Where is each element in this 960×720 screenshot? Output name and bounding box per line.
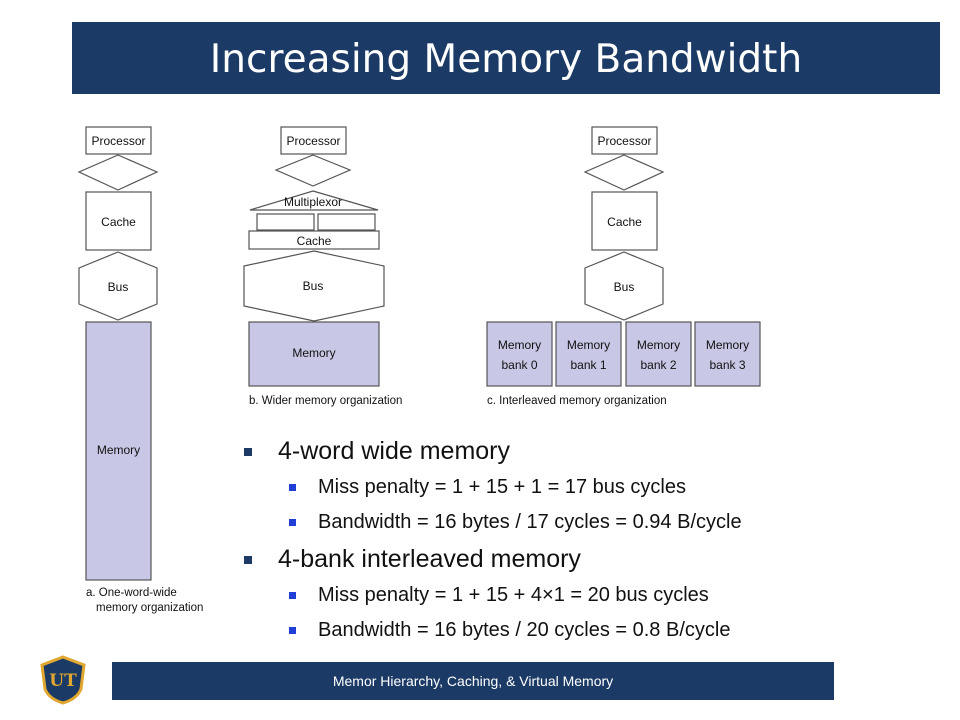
c-caption: c. Interleaved memory organization bbox=[487, 395, 667, 407]
b-multiplexor-shape bbox=[249, 190, 379, 211]
bullet-item: 4-word wide memory bbox=[240, 432, 940, 470]
c-bank-2-line2: bank 2 bbox=[640, 358, 676, 372]
sub-bullet-square-icon bbox=[289, 519, 296, 526]
sub-bullet-text: Bandwidth = 16 bytes / 20 cycles = 0.8 B… bbox=[318, 619, 731, 641]
sub-bullet-square-icon bbox=[289, 592, 296, 599]
b-bus-label: Bus bbox=[303, 279, 324, 293]
b-mux-cache-link-left bbox=[256, 213, 315, 231]
c-memory-bank-1 bbox=[555, 321, 622, 387]
a-caption-line2: memory organization bbox=[96, 602, 203, 614]
sub-bullet-square-icon bbox=[289, 484, 296, 491]
b-processor-label: Processor bbox=[286, 134, 340, 148]
a-processor-cache-connector bbox=[77, 154, 159, 191]
c-cache-label: Cache bbox=[607, 215, 642, 229]
c-bank-3-line1: Memory bbox=[706, 338, 749, 352]
a-memory-box bbox=[85, 321, 152, 581]
slide-title: Increasing Memory Bandwidth bbox=[209, 37, 803, 82]
footer-bar: Memor Hierarchy, Caching, & Virtual Memo… bbox=[112, 662, 834, 700]
c-bank-3-line2: bank 3 bbox=[709, 358, 745, 372]
a-cache-box bbox=[85, 191, 152, 251]
bullet-square-icon bbox=[244, 448, 252, 456]
c-cache-box bbox=[591, 191, 658, 251]
c-memory-bank-3 bbox=[694, 321, 761, 387]
diagram-b: Processor Multiplexor Cache Bus Memory b… bbox=[243, 126, 402, 407]
c-bank-0-line1: Memory bbox=[498, 338, 541, 352]
b-cache-label: Cache bbox=[297, 234, 332, 248]
sub-bullet-item: Miss penalty = 1 + 15 + 4×1 = 20 bus cyc… bbox=[240, 578, 940, 613]
a-cache-label: Cache bbox=[101, 215, 136, 229]
c-bank-1-line2: bank 1 bbox=[570, 358, 606, 372]
a-memory-label: Memory bbox=[97, 443, 140, 457]
b-cache-box bbox=[248, 230, 380, 250]
sub-bullet-item: Bandwidth = 16 bytes / 20 cycles = 0.8 B… bbox=[240, 613, 940, 648]
sub-bullet-item: Bandwidth = 16 bytes / 17 cycles = 0.94 … bbox=[240, 505, 940, 540]
b-bus-shape bbox=[243, 250, 385, 322]
c-processor-label: Processor bbox=[597, 134, 651, 148]
bullet-list: 4-word wide memory Miss penalty = 1 + 15… bbox=[240, 432, 940, 648]
b-processor-box bbox=[280, 126, 347, 155]
b-memory-box bbox=[248, 321, 380, 387]
sub-bullet-square-icon bbox=[289, 627, 296, 634]
bullet-square-icon bbox=[244, 556, 252, 564]
b-multiplexor-label: Multiplexor bbox=[284, 195, 342, 209]
logo-text: UT bbox=[49, 671, 77, 691]
c-bank-2-line1: Memory bbox=[637, 338, 680, 352]
b-processor-mux-connector bbox=[274, 154, 352, 187]
c-bus-shape bbox=[584, 251, 664, 321]
bullet-text: 4-word wide memory bbox=[278, 437, 511, 465]
sub-bullet-text: Miss penalty = 1 + 15 + 1 = 17 bus cycle… bbox=[318, 476, 686, 498]
bullet-item: 4-bank interleaved memory bbox=[240, 540, 940, 578]
footer-text: Memor Hierarchy, Caching, & Virtual Memo… bbox=[332, 673, 614, 689]
c-bank-1-line1: Memory bbox=[567, 338, 610, 352]
a-processor-label: Processor bbox=[91, 134, 145, 148]
a-bus-shape bbox=[78, 251, 158, 321]
a-processor-box bbox=[85, 126, 152, 155]
c-processor-cache-connector bbox=[583, 154, 665, 191]
a-caption-line1: a. One-word-wide bbox=[86, 587, 177, 599]
university-shield-logo-icon: UT bbox=[40, 655, 86, 705]
bullet-text: 4-bank interleaved memory bbox=[278, 545, 581, 573]
c-bank-0-line2: bank 0 bbox=[501, 358, 537, 372]
b-mux-cache-link-right bbox=[317, 213, 376, 231]
diagram-a: Processor Cache Bus Memory a. One-word-w… bbox=[77, 126, 203, 614]
c-memory-bank-0 bbox=[486, 321, 553, 387]
sub-bullet-text: Miss penalty = 1 + 15 + 4×1 = 20 bus cyc… bbox=[318, 584, 709, 606]
c-processor-box bbox=[591, 126, 658, 155]
b-memory-label: Memory bbox=[292, 346, 335, 360]
title-bar: Increasing Memory Bandwidth bbox=[72, 22, 940, 94]
c-bus-label: Bus bbox=[614, 280, 635, 294]
diagram-c: Processor Cache Bus Memory bank 0 Memory… bbox=[486, 126, 761, 407]
sub-bullet-item: Miss penalty = 1 + 15 + 1 = 17 bus cycle… bbox=[240, 470, 940, 505]
sub-bullet-text: Bandwidth = 16 bytes / 17 cycles = 0.94 … bbox=[318, 511, 742, 533]
b-caption: b. Wider memory organization bbox=[249, 395, 402, 407]
a-bus-label: Bus bbox=[108, 280, 129, 294]
c-memory-bank-2 bbox=[625, 321, 692, 387]
